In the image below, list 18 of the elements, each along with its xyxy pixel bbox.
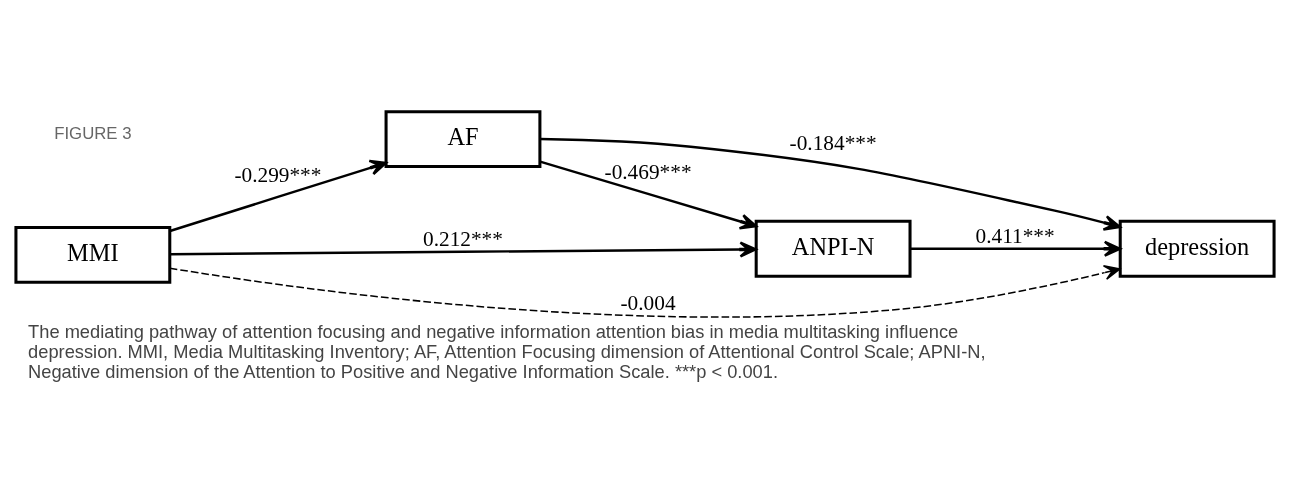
edge-label: 0.212*** <box>423 226 503 251</box>
arrow <box>539 160 758 230</box>
arrow <box>169 240 757 258</box>
node-box: AF <box>384 109 542 168</box>
node-box: ANPI-N <box>754 219 912 278</box>
node-box: MMI <box>14 225 172 284</box>
arrow <box>910 240 1122 257</box>
edge-label: -0.184*** <box>789 130 877 155</box>
edge-label: -0.004 <box>620 290 676 315</box>
caption: The mediating pathway of attention focusing and negative information attention bias in media multitasking influence depression. MMI, Media Multitasking Inventory; AF, Attention Focusing dimension of Attentional Control Scale; APNI-N, Negative dimension of the Attention to Positive and Negative Information Scale. ***p < 0.001. <box>28 320 986 382</box>
node-box: depression <box>1118 219 1276 278</box>
edge-label: -0.299*** <box>234 162 322 187</box>
arrow <box>540 137 1122 231</box>
arrow <box>169 159 388 232</box>
label: FIGURE 3 <box>54 123 132 143</box>
edge-label: 0.411*** <box>975 223 1055 248</box>
arrow <box>169 264 1121 318</box>
edge-label: -0.469*** <box>604 159 692 184</box>
